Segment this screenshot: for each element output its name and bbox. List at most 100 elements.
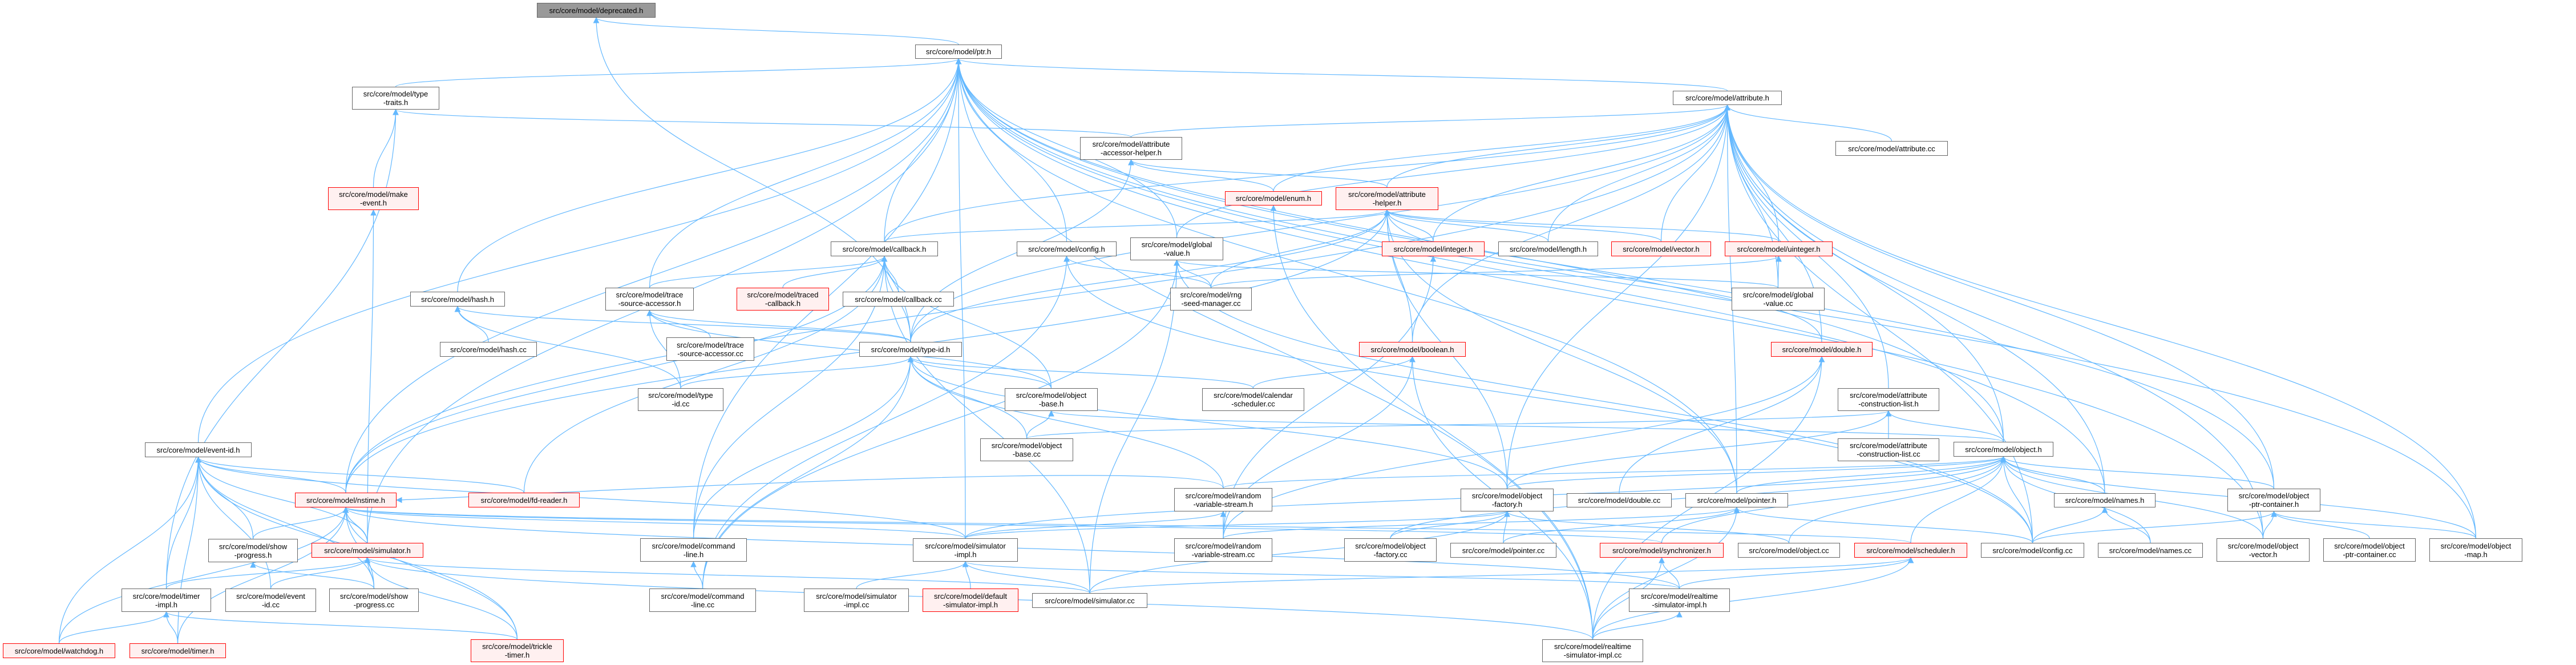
include-edge (1390, 510, 1510, 539)
file-node-trickle[interactable]: src/core/model/trickle-timer.h (471, 639, 564, 662)
file-node-sim-impl-cc[interactable]: src/core/model/simulator-impl.cc (804, 589, 909, 612)
file-node-type-id-cc[interactable]: src/core/model/type-id.cc (638, 388, 723, 411)
include-edge (1776, 255, 1782, 288)
file-node-attr-acc-helper[interactable]: src/core/model/attribute-accessor-helper… (1080, 137, 1182, 160)
file-node-global-value-h[interactable]: src/core/model/global-value.h (1130, 237, 1223, 260)
file-node-fd-reader[interactable]: src/core/model/fd-reader.h (468, 493, 580, 507)
file-node-rvs-cc[interactable]: src/core/model/random-variable-stream.cc (1174, 538, 1272, 562)
file-node-default-sim[interactable]: src/core/model/default-simulator-impl.h (923, 589, 1018, 612)
file-node-label: src/core/model/watchdog.h (14, 646, 104, 655)
file-node-rvs-h[interactable]: src/core/model/random-variable-stream.h (1174, 488, 1272, 511)
include-edge (342, 506, 368, 543)
file-node-object-cc[interactable]: src/core/model/object.cc (1738, 543, 1840, 558)
file-node-object-factory-h[interactable]: src/core/model/object-factory.h (1461, 489, 1554, 511)
file-node-hash-cc[interactable]: src/core/model/hash.cc (440, 342, 537, 357)
file-node-watchdog[interactable]: src/core/model/watchdog.h (3, 643, 115, 658)
file-node-ptr[interactable]: src/core/model/ptr.h (915, 45, 1002, 59)
include-edge (1063, 255, 1212, 288)
file-node-attr-helper[interactable]: src/core/model/attribute-helper.h (1336, 187, 1438, 210)
file-node-attribute-h[interactable]: src/core/model/attribute.h (1673, 91, 1782, 105)
include-edge (1724, 104, 2264, 539)
file-node-scheduler[interactable]: src/core/model/scheduler.h (1854, 543, 1967, 558)
file-node-synchronizer[interactable]: src/core/model/synchronizer.h (1600, 543, 1724, 558)
include-edge (395, 475, 1224, 503)
file-node-object-factory-cc[interactable]: src/core/model/object-factory.cc (1344, 538, 1437, 562)
file-node-event-id-h[interactable]: src/core/model/event-id.h (145, 442, 252, 457)
file-node-boolean-h[interactable]: src/core/model/boolean.h (1359, 342, 1466, 357)
file-node-acl-h[interactable]: src/core/model/attribute-construction-li… (1838, 388, 1939, 411)
file-node-tsa-cc[interactable]: src/core/model/trace-source-accessor.cc (666, 337, 754, 361)
file-node-object-vector[interactable]: src/core/model/object-vector.h (2217, 538, 2310, 562)
include-edge (342, 506, 966, 539)
file-node-uinteger-h[interactable]: src/core/model/uinteger.h (1725, 241, 1833, 256)
include-edge (2000, 456, 2275, 489)
file-node-object-base-h[interactable]: src/core/model/object-base.h (1005, 388, 1098, 411)
file-node-command-line-cc[interactable]: src/core/model/command-line.cc (649, 589, 756, 612)
file-node-timer-impl[interactable]: src/core/model/timer-impl.h (122, 589, 211, 612)
file-node-calendar[interactable]: src/core/model/calendar-scheduler.cc (1202, 388, 1304, 411)
file-node-deprecated[interactable]: src/core/model/deprecated.h (537, 3, 656, 18)
file-node-label: src/core/model/timer.h (141, 646, 215, 655)
file-node-opc-h[interactable]: src/core/model/object-ptr-container.h (2227, 489, 2320, 511)
file-node-event-id-cc[interactable]: src/core/model/event-id.cc (225, 589, 316, 612)
file-node-pointer-cc[interactable]: src/core/model/pointer.cc (1450, 543, 1556, 558)
file-node-label: src/core/model/timer (132, 591, 200, 600)
file-node-sim-impl-h[interactable]: src/core/model/simulator-impl.h (913, 538, 1018, 562)
file-node-label: src/core/model/rng (1180, 291, 1242, 299)
file-node-nstime[interactable]: src/core/model/nstime.h (295, 493, 397, 507)
file-node-label: -scheduler.cc (1231, 400, 1275, 408)
file-node-label: -simulator-impl.cc (1563, 651, 1622, 659)
file-node-rt-sim-cc[interactable]: src/core/model/realtime-simulator-impl.c… (1542, 639, 1643, 662)
include-edge (856, 561, 969, 589)
file-node-names-h[interactable]: src/core/model/names.h (2054, 493, 2156, 507)
file-node-enum-h[interactable]: src/core/model/enum.h (1225, 191, 1322, 205)
file-node-config-cc[interactable]: src/core/model/config.cc (1981, 543, 2084, 558)
include-edge (2101, 506, 2151, 543)
file-node-timer-h[interactable]: src/core/model/timer.h (130, 643, 226, 658)
include-edge (395, 58, 962, 87)
file-node-double-h[interactable]: src/core/model/double.h (1771, 342, 1873, 357)
include-edge (1660, 104, 1730, 242)
file-node-object-h[interactable]: src/core/model/object.h (1954, 442, 2053, 457)
file-node-simulator-cc[interactable]: src/core/model/simulator.cc (1032, 593, 1147, 608)
file-node-show-progress-cc[interactable]: src/core/model/show-progress.cc (329, 589, 419, 612)
file-node-callback-cc[interactable]: src/core/model/callback.cc (843, 292, 954, 307)
file-node-hash-h[interactable]: src/core/model/hash.h (410, 292, 505, 307)
file-node-simulator-h[interactable]: src/core/model/simulator.h (312, 543, 423, 558)
file-node-tsa-h[interactable]: src/core/model/trace-source-accessor.h (605, 288, 694, 311)
file-node-label: src/core/model/global (1742, 291, 1814, 299)
file-node-show-progress-h[interactable]: src/core/model/show-progress.h (208, 539, 298, 562)
file-node-type-id-h[interactable]: src/core/model/type-id.h (859, 342, 962, 357)
file-node-label: src/core/model/traced (747, 291, 819, 299)
file-node-acl-cc[interactable]: src/core/model/attribute-construction-li… (1838, 438, 1939, 461)
file-node-attribute-cc[interactable]: src/core/model/attribute.cc (1835, 141, 1948, 156)
file-node-type-traits[interactable]: src/core/model/type-traits.h (352, 87, 439, 110)
file-node-traced-cb[interactable]: src/core/model/traced-callback.h (737, 288, 829, 311)
file-node-rng-seed[interactable]: src/core/model/rng-seed-manager.cc (1170, 288, 1252, 311)
file-node-vector-h[interactable]: src/core/model/vector.h (1611, 241, 1711, 256)
include-edge (457, 58, 962, 292)
file-node-rt-sim-h[interactable]: src/core/model/realtime-simulator-impl.h (1629, 589, 1730, 612)
file-node-object-base-cc[interactable]: src/core/model/object-base.cc (980, 438, 1073, 461)
file-node-callback-h[interactable]: src/core/model/callback.h (831, 241, 938, 256)
file-node-object-map[interactable]: src/core/model/object-map.h (2429, 538, 2522, 562)
file-node-integer-h[interactable]: src/core/model/integer.h (1382, 241, 1485, 256)
include-edge (1386, 104, 1730, 188)
file-node-names-cc[interactable]: src/core/model/names.cc (2098, 543, 2203, 558)
file-node-pointer-h[interactable]: src/core/model/pointer.h (1685, 493, 1788, 507)
file-node-global-value-cc[interactable]: src/core/model/global-value.cc (1732, 288, 1825, 311)
include-edge (163, 611, 518, 640)
include-edge (907, 356, 1028, 439)
file-node-label: src/core/model/attribute (1348, 190, 1426, 199)
file-node-label: src/core/model/simulator (816, 591, 897, 600)
include-edge (345, 104, 1730, 493)
include-edge (1384, 209, 1662, 242)
file-node-label: src/core/model/command (661, 591, 745, 600)
file-node-double-cc[interactable]: src/core/model/double.cc (1567, 493, 1672, 507)
file-node-command-line-h[interactable]: src/core/model/command-line.h (640, 538, 747, 562)
file-node-make-event[interactable]: src/core/model/make-event.h (328, 187, 419, 210)
file-node-config-h[interactable]: src/core/model/config.h (1017, 241, 1117, 256)
file-node-opc-cc[interactable]: src/core/model/object-ptr-container.cc (2323, 538, 2416, 562)
include-edge (702, 259, 1180, 589)
file-node-length-h[interactable]: src/core/model/length.h (1498, 241, 1598, 256)
